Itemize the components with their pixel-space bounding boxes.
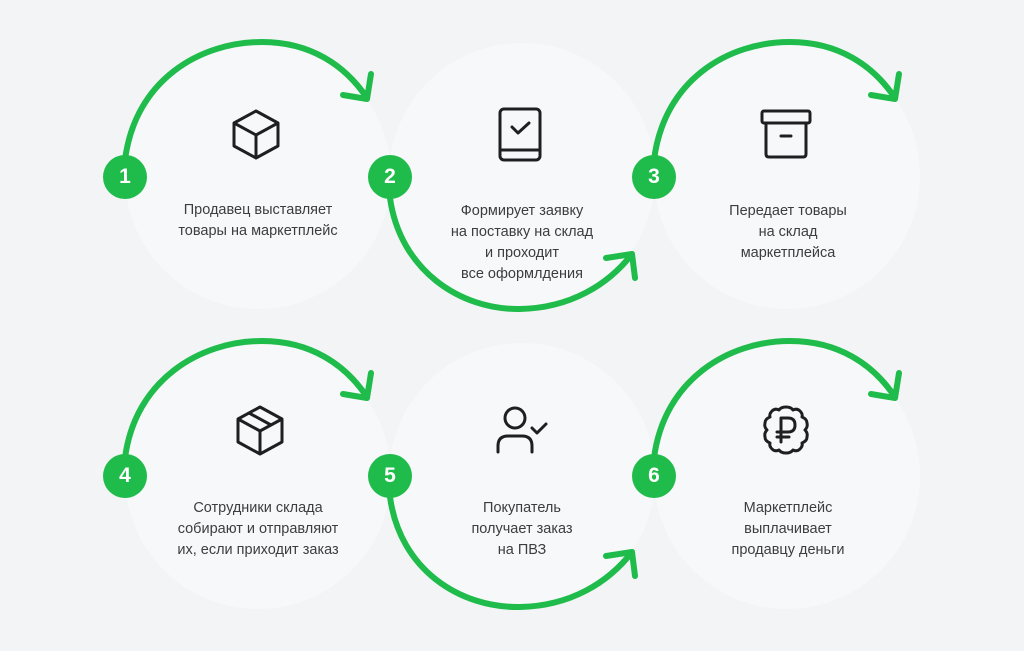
arrow-5-to-6 [387, 494, 635, 611]
step-4-text: Сотрудники склада собирают и отправляют … [177, 500, 339, 558]
step-3-text: Передает товары на склад маркетплейса [729, 203, 847, 261]
arrowhead-3 [868, 71, 902, 102]
step-1-text: Продавец выставляет товары на маркетплей… [178, 202, 338, 239]
checked-book-icon [498, 107, 542, 162]
parcel-box-icon [236, 405, 284, 456]
step-2-text: Формирует заявку на поставку на склад и … [450, 203, 594, 282]
step-4-disc [125, 343, 391, 609]
step-3-disc [654, 43, 920, 309]
archive-box-icon [760, 109, 812, 159]
step-4-badge: 4 [103, 454, 147, 498]
user-check-icon [496, 406, 548, 454]
step-3-badge: 3 [632, 155, 676, 199]
arrowhead-5 [603, 549, 638, 579]
arrow-4-to-5 [122, 338, 370, 461]
step-1-disc [125, 43, 391, 309]
step-5-badge: 5 [368, 454, 412, 498]
step-2-badge: 2 [368, 155, 412, 199]
arrowhead-4 [340, 370, 374, 401]
cube-icon [232, 109, 280, 160]
arrow-6-to-next [651, 338, 898, 461]
arrowhead-6 [868, 370, 902, 401]
arrow-2-to-3 [387, 195, 635, 313]
step-1-badge: 1 [103, 155, 147, 199]
step-6-text: Маркетплейс выплачивает продавцу деньги [731, 500, 845, 558]
arrowhead-2 [603, 251, 638, 281]
step-6-disc [654, 343, 920, 609]
arrow-3-to-next [651, 39, 898, 163]
ruble-badge-icon [763, 405, 809, 455]
step-2-disc [389, 43, 655, 309]
arrowhead-1 [340, 71, 374, 102]
step-5-text: Покупатель получает заказ на ПВЗ [471, 500, 573, 558]
step-6-badge: 6 [632, 454, 676, 498]
step-5-disc [389, 343, 655, 609]
arrow-1-to-2 [122, 39, 370, 163]
